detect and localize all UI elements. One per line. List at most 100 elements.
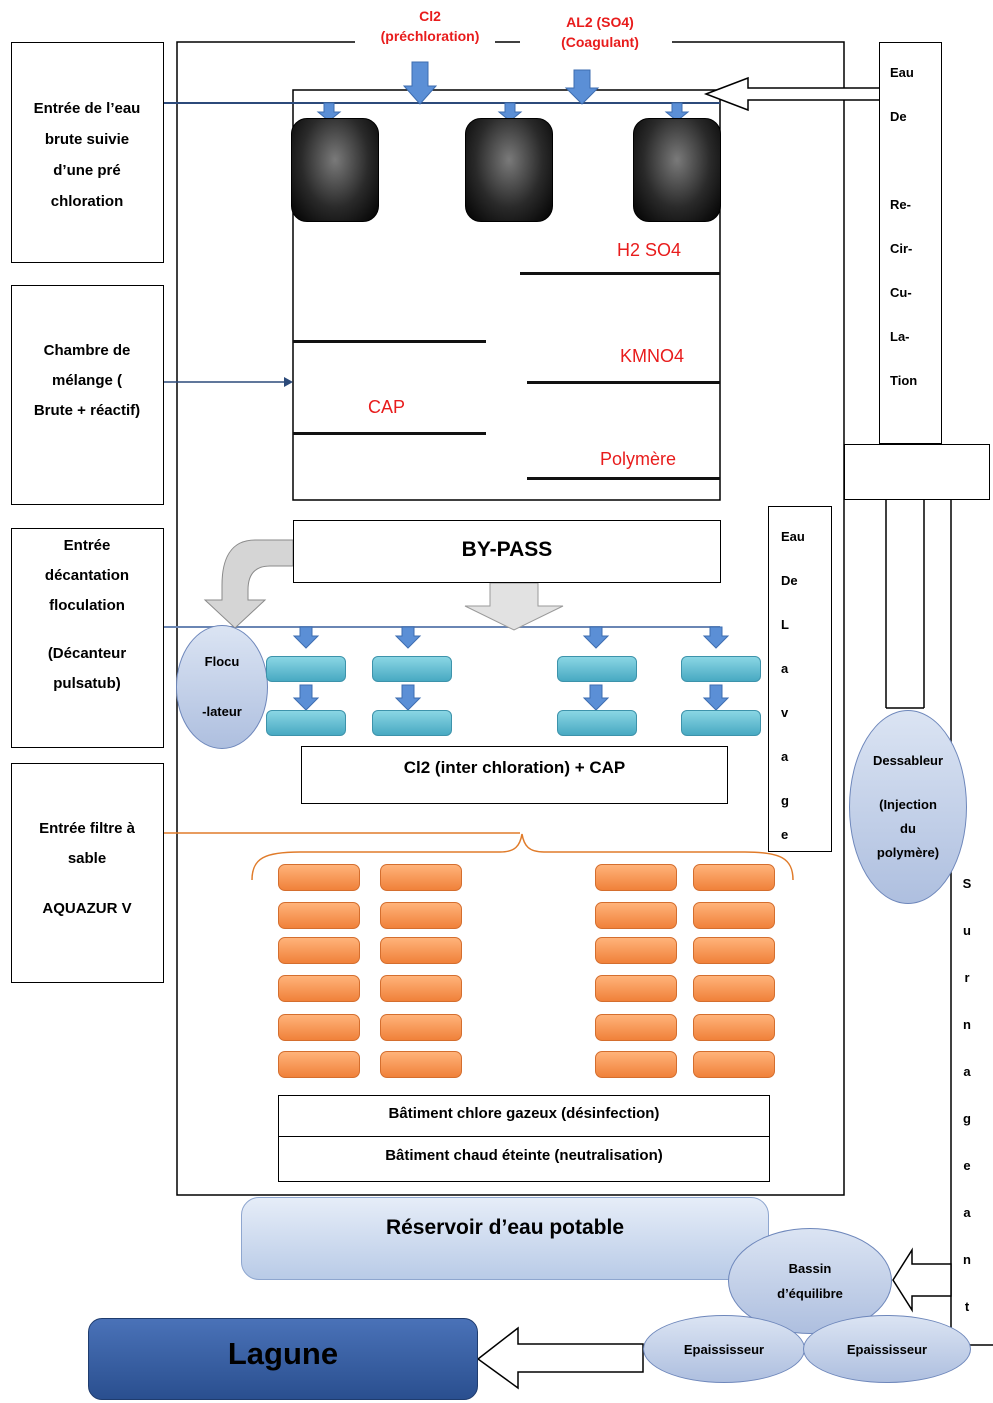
lavage-char: e [781,827,789,842]
left-box-line: Entrée de l’eau [33,100,141,117]
left-box-line: floculation [49,597,125,614]
batiment-chaux-box: Bâtiment chaud éteinte (neutralisation) [278,1136,770,1182]
surnageant-label: S u r n a g e a n t [960,860,974,1330]
dessableur-line: Dessableur [872,753,944,768]
sand-filter [278,1051,360,1078]
epaississeur-2: Epaississeur [803,1315,971,1383]
down-arrow-icon [316,102,342,122]
mixing-tank [291,118,379,222]
surnageant-char: a [963,1064,971,1079]
lagune: Lagune [88,1318,478,1400]
down-arrow-icon [497,102,523,122]
lavage-char: a [781,661,789,676]
epaississeur-label: Epaississeur [846,1341,928,1357]
lavage-char: L [781,617,789,632]
decanter-unit [372,710,452,736]
left-box-line: AQUAZUR V [42,900,132,917]
box-chambre-melange: Chambre de mélange ( Brute + réactif) [11,285,164,505]
decanter-unit [372,656,452,682]
surnageant-char: a [963,1205,971,1220]
batiment-chaux-label: Bâtiment chaud éteinte (neutralisation) [385,1147,663,1164]
reagent-line: AL2 (SO4) [566,14,634,30]
sand-filter [380,1014,462,1041]
decanter-unit [681,710,761,736]
down-arrow-icon [394,684,422,711]
lavage-char: g [781,793,789,808]
recirculation-char: Re- [890,197,911,212]
left-box-line: Entrée filtre à [39,820,135,837]
recirculation-char: Cu- [890,285,912,300]
down-arrow-icon [292,684,320,711]
down-arrow-icon [702,626,730,649]
down-arrow-icon [664,102,690,122]
lavage-char: v [781,705,789,720]
mixing-tank [633,118,721,222]
decanter-unit [266,710,346,736]
mixing-chamber [292,89,721,501]
reagent-h2so4: H2 SO4 [617,240,682,260]
down-arrow-icon [394,626,422,649]
interchloration-box: Cl2 (inter chloration) + CAP [301,746,728,804]
reagent-polymere: Polymère [600,449,677,469]
sand-filter [693,1051,775,1078]
sand-filter [380,937,462,964]
recirculation-char: De [890,109,907,124]
bypass-down-arrow [464,582,564,631]
bassin-equilibre: Bassin d’équilibre [728,1228,892,1334]
left-box-line: Brute + réactif) [33,402,141,419]
lavage-char: De [781,573,798,588]
sand-filter [595,864,677,891]
eau-lavage-column: Eau De L a v a g e [768,506,832,852]
recirculation-char: Tion [890,373,918,388]
batiment-chlore-box: Bâtiment chlore gazeux (désinfection) [278,1095,770,1138]
left-box-line: (Décanteur [47,645,127,662]
baffle-line [527,477,720,480]
sand-filter [278,1014,360,1041]
sand-filter [380,975,462,1002]
dessableur: Dessableur (Injection du polymère) [849,710,967,904]
reagent-line: Cl2 [419,8,441,24]
left-box-line: pulsatub) [53,675,121,692]
recirculation-char: Cir- [890,241,913,256]
floculateur-line: Flocu [204,654,240,669]
main-frame [176,41,845,1196]
sand-filter [595,975,677,1002]
sand-filter [278,864,360,891]
bassin-line: d’équilibre [777,1286,843,1301]
baffle-line [293,432,486,435]
left-box-line: brute suivie [44,131,130,148]
left-box-line: chloration [50,193,124,210]
right-header-box [844,444,990,500]
floculateur: Flocu -lateur [176,625,268,749]
decanter-unit [557,710,637,736]
box-decantation: Entrée décantation floculation (Décanteu… [11,528,164,748]
down-arrow-icon [402,61,438,105]
epaississeur-label: Epaississeur [683,1341,765,1357]
floculateur-line: -lateur [202,704,242,719]
surnageant-char: e [963,1158,971,1173]
left-box-line: mélange ( [51,372,123,389]
reagent-kmno4: KMNO4 [620,346,685,366]
surnageant-char: n [963,1252,971,1267]
down-arrow-icon [582,684,610,711]
sand-filter [693,864,775,891]
sand-filter [595,937,677,964]
left-box-line: Chambre de [43,342,131,359]
lavage-char: Eau [781,529,805,544]
sand-filter [278,975,360,1002]
surnageant-char: t [964,1299,970,1314]
sand-filter [278,937,360,964]
surnageant-char: S [962,876,972,891]
sand-filter [380,902,462,929]
surnageant-char: r [964,970,970,985]
down-arrow-icon [564,69,600,105]
sand-filter [595,1014,677,1041]
left-box-line: d’une pré [53,162,121,179]
surnageant-char: g [963,1111,971,1126]
sand-filter [278,902,360,929]
dessableur-line: (Injection [879,797,937,812]
bassin-arrow [892,1247,952,1313]
decanter-unit [266,656,346,682]
